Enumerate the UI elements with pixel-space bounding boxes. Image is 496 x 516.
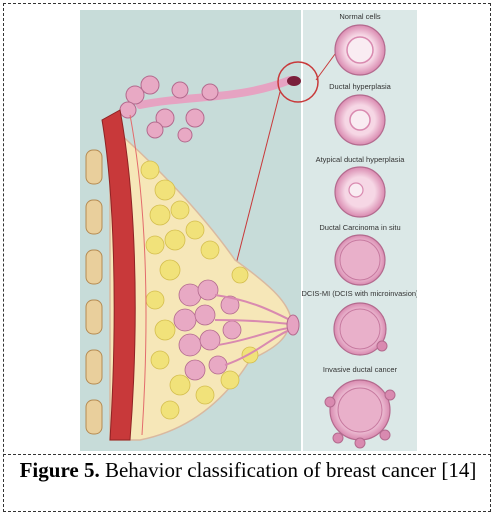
figure-label: Figure 5.: [20, 458, 100, 482]
stage-label: DCIS-MI (DCIS with microinvasion): [301, 289, 417, 298]
stage-label: Atypical ductal hyperplasia: [316, 155, 406, 164]
breast-cancer-illustration: Normal cells Ductal hyperplasia Atypical…: [80, 10, 417, 451]
stage-label: Invasive ductal cancer: [323, 365, 398, 374]
figure-caption: Figure 5. Behavior classification of bre…: [10, 457, 486, 484]
stage-label: Ductal hyperplasia: [329, 82, 392, 91]
illustration-svg: Normal cells Ductal hyperplasia Atypical…: [80, 10, 417, 451]
caption-separator: [3, 454, 491, 455]
stage-label: Normal cells: [339, 12, 381, 21]
figure-caption-text: Behavior classification of breast cancer…: [100, 458, 477, 482]
stage-label: Ductal Carcinoma in situ: [319, 223, 400, 232]
